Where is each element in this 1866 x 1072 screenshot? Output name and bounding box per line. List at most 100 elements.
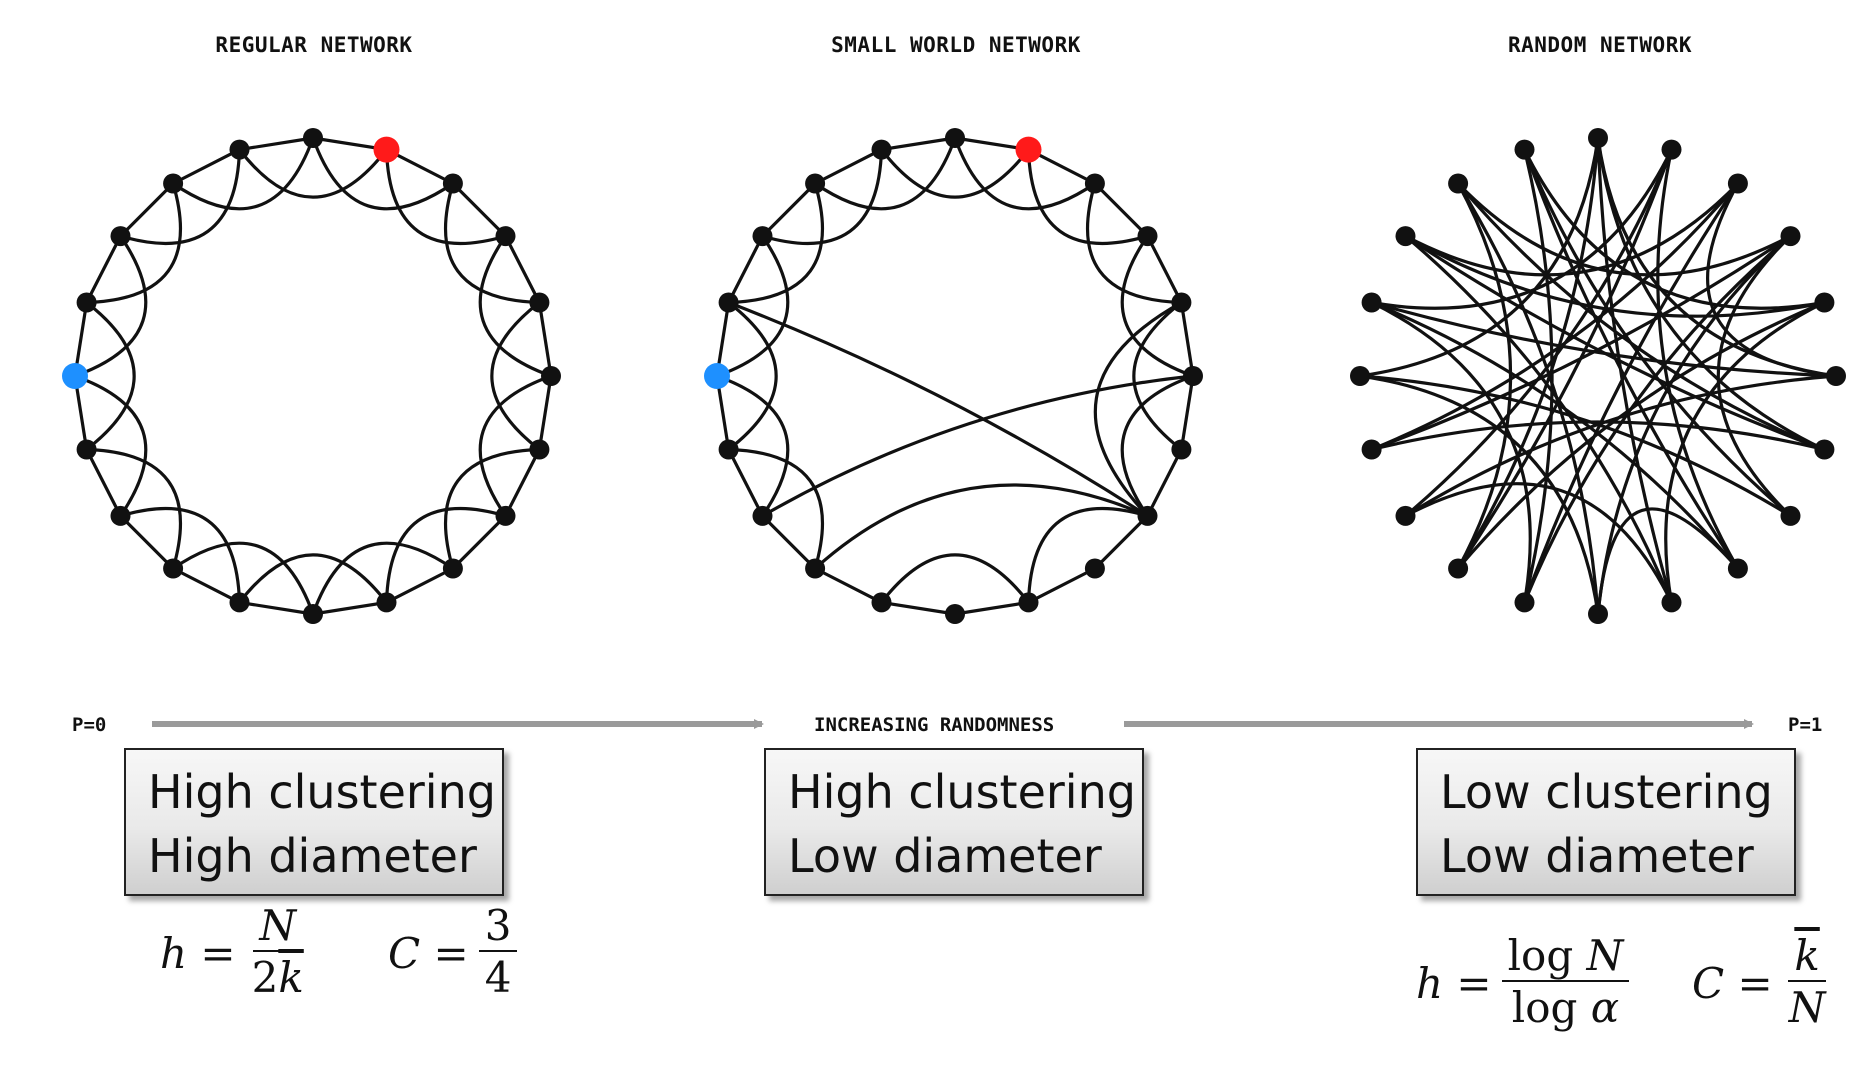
network-node: [529, 292, 550, 313]
neighbor-edge: [172, 541, 315, 615]
network-node: [871, 592, 892, 613]
random-network-title: RANDOM NETWORK: [1507, 33, 1692, 57]
network-node: [1588, 604, 1608, 624]
network-node: [376, 592, 397, 613]
network-node: [945, 128, 965, 148]
random-edge: [1456, 182, 1513, 570]
start-node: [62, 363, 88, 389]
random-edge: [1456, 137, 1600, 570]
random-edge: [1522, 182, 1740, 603]
neighbor-edge: [74, 374, 148, 517]
random-edge: [1359, 374, 1600, 615]
regular-diameter-label: High diameter: [148, 829, 477, 883]
end-node: [1015, 136, 1042, 163]
random-edge: [1404, 234, 1825, 452]
ring-edge: [239, 600, 314, 616]
network-node: [945, 604, 965, 624]
ring-edge: [881, 600, 956, 616]
random-edge: [1523, 234, 1792, 604]
formula-denominator: N: [1788, 983, 1826, 1032]
small-world-diameter-label: Low diameter: [788, 829, 1102, 883]
axis-label-p1: P=1: [1788, 714, 1823, 736]
formula-denominator-fn: log: [1511, 983, 1578, 1032]
ring-edge: [1093, 182, 1149, 238]
formula-denominator-var: k: [278, 953, 304, 1002]
random-edge: [1371, 420, 1825, 452]
network-node: [1661, 592, 1682, 613]
ring-edge: [451, 182, 507, 238]
long-range-edge: [761, 374, 1194, 518]
network-node: [1448, 558, 1469, 579]
small-world-network-title: SMALL WORLD NETWORK: [831, 33, 1081, 57]
random-edge: [1664, 301, 1826, 603]
ring-edge: [761, 514, 817, 570]
regular-network-title: REGULAR NETWORK: [215, 33, 413, 57]
formula-denominator-var: α: [1590, 983, 1620, 1032]
formula-lhs: C =: [388, 928, 469, 978]
ring-edge: [172, 567, 241, 604]
formula-denominator: 4: [484, 953, 512, 1002]
formula-numerator: 3: [478, 902, 518, 952]
network-node: [303, 128, 323, 148]
network-node: [1137, 505, 1158, 526]
random-diameter-label: Low diameter: [1440, 829, 1754, 883]
network-node: [495, 226, 516, 247]
neighbor-edge: [1120, 374, 1194, 517]
random-clustering-formula: C = k N: [1692, 932, 1831, 1034]
random-edge: [1359, 137, 1600, 378]
network-node: [76, 292, 97, 313]
random-edge: [1404, 374, 1837, 518]
network-node: [1171, 292, 1192, 313]
ring-edge: [385, 567, 454, 604]
network-node: [1814, 439, 1835, 460]
neighbor-edge: [814, 137, 957, 211]
random-edge: [1522, 149, 1554, 603]
ring-edge: [172, 148, 241, 185]
network-node: [110, 505, 131, 526]
network-node: [163, 558, 184, 579]
regular-diameter-formula: h = N 2k: [160, 902, 310, 1004]
random-edge: [1716, 234, 1792, 518]
regular-properties-box: High clustering High diameter: [124, 748, 504, 896]
neighbor-edge: [1132, 301, 1183, 451]
random-edge: [1523, 148, 1792, 518]
neighbor-edge: [1085, 183, 1182, 305]
network-node: [1588, 128, 1608, 148]
neighbor-edge: [384, 506, 506, 603]
network-node: [1727, 173, 1748, 194]
random-network: [1350, 128, 1846, 624]
neighbor-edge: [120, 506, 242, 603]
formula-lhs: h =: [160, 928, 236, 978]
neighbor-edge: [85, 301, 136, 451]
neighbor-edge: [86, 183, 183, 305]
formula-numerator: N: [253, 902, 303, 952]
ring-edge: [1093, 514, 1149, 570]
network-node: [1171, 439, 1192, 460]
random-edge: [1404, 482, 1673, 604]
random-clustering-label: Low clustering: [1440, 765, 1773, 819]
regular-network: [62, 128, 561, 624]
formula-denominator-coef: 2: [251, 953, 279, 1002]
neighbor-edge: [762, 149, 884, 246]
network-node: [718, 292, 739, 313]
neighbor-edge: [1120, 235, 1194, 378]
network-node: [1084, 173, 1105, 194]
neighbor-edge: [728, 447, 825, 569]
neighbor-edge: [727, 301, 778, 451]
formula-numerator-fn: log: [1507, 931, 1574, 980]
random-edge: [1456, 301, 1826, 570]
neighbor-edge: [880, 148, 1030, 199]
random-edge: [1370, 301, 1532, 603]
small-world-clustering-label: High clustering: [788, 765, 1136, 819]
ring-edge: [85, 448, 122, 517]
random-edge: [1596, 234, 1792, 615]
random-diameter-formula: h = log N log α: [1416, 931, 1630, 1034]
ring-edge: [727, 448, 764, 517]
network-node: [805, 173, 826, 194]
start-node: [704, 363, 730, 389]
random-edge: [1371, 234, 1792, 452]
network-node: [1514, 139, 1535, 160]
long-range-edge: [728, 301, 1149, 518]
regular-clustering-label: High clustering: [148, 765, 496, 819]
